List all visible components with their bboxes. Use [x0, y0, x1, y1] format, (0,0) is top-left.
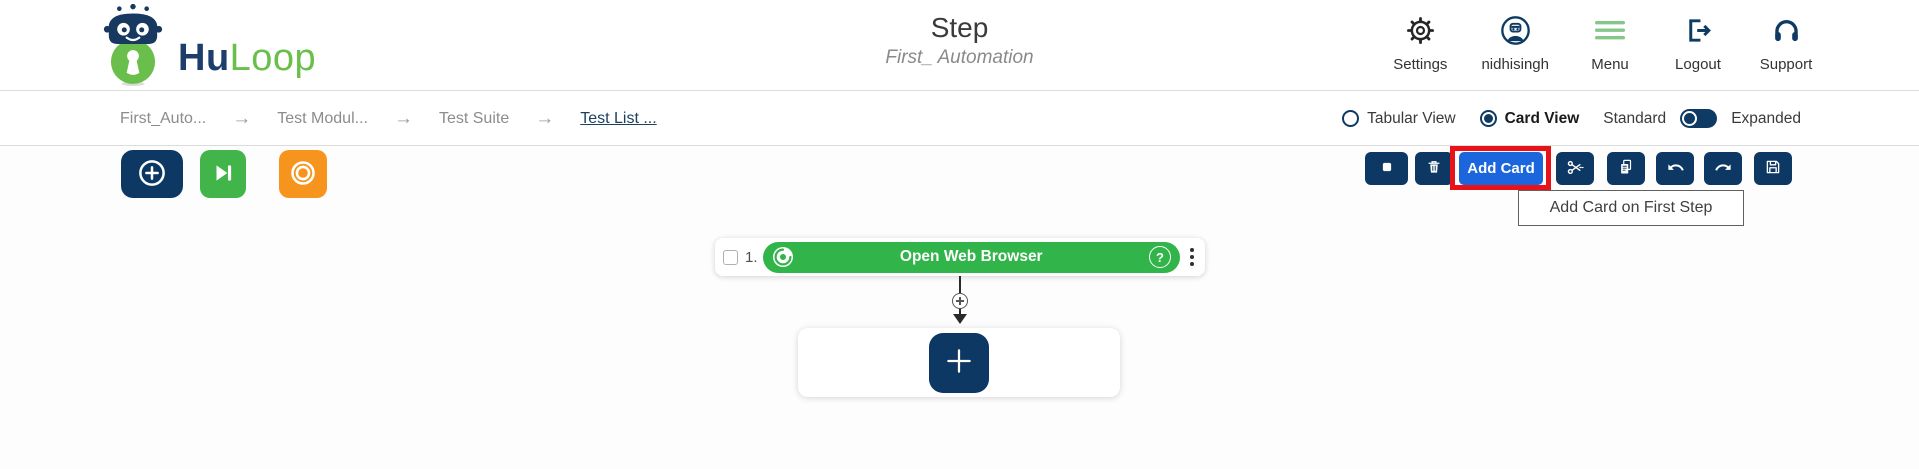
action-card-title: Open Web Browser: [899, 248, 1043, 265]
menu-label: Menu: [1591, 56, 1629, 73]
page-subtitle: First_ Automation: [885, 47, 1034, 68]
radio-unselected-icon: [1342, 110, 1360, 127]
brand-name-secondary: Loop: [229, 37, 317, 79]
breadcrumb-arrow-icon: →: [535, 107, 555, 129]
breadcrumb-item-module[interactable]: Test Modul...: [277, 109, 368, 127]
step-number: 1.: [745, 248, 758, 266]
add-card-button[interactable]: Add Card: [1459, 152, 1543, 185]
card-view-option[interactable]: Card View: [1479, 109, 1580, 128]
breadcrumb-item-testlist[interactable]: Test List ...: [580, 109, 657, 127]
breadcrumb-arrow-icon: →: [393, 107, 413, 129]
redo-button[interactable]: [1704, 152, 1742, 185]
expanded-toggle[interactable]: [1680, 109, 1718, 128]
plus-circle-icon: [137, 158, 167, 191]
hamburger-icon: [1593, 15, 1627, 51]
expanded-label: Expanded: [1731, 109, 1801, 127]
standard-label: Standard: [1603, 109, 1667, 127]
skip-forward-icon: [210, 160, 236, 189]
logout-icon: [1683, 15, 1714, 51]
toggle-knob: [1682, 111, 1698, 126]
tabular-view-option[interactable]: Tabular View: [1342, 109, 1456, 128]
breadcrumb-bar: First_Auto... → Test Modul... → Test Sui…: [0, 92, 1919, 146]
copy-document-icon: [1617, 158, 1635, 179]
step-forward-button[interactable]: [200, 150, 246, 198]
title-block: Step First_ Automation: [885, 12, 1033, 69]
breadcrumb-item-suite[interactable]: Test Suite: [438, 109, 510, 127]
kebab-menu-icon[interactable]: [1185, 248, 1199, 266]
breadcrumb-arrow-icon: →: [232, 107, 252, 129]
paste-button[interactable]: [1607, 152, 1645, 185]
add-step-button[interactable]: [121, 150, 183, 198]
redo-icon: [1714, 158, 1733, 180]
page-title: Step: [930, 12, 989, 43]
plus-icon: [944, 346, 974, 379]
stop-icon: [1378, 158, 1396, 179]
brand-name-primary: Hu: [178, 37, 230, 79]
header-nav: Settings nidhisingh: [1393, 15, 1813, 73]
action-card-open-web-browser[interactable]: Open Web Browser ?: [762, 241, 1180, 273]
save-button[interactable]: [1754, 152, 1792, 185]
step-checkbox[interactable]: [723, 249, 738, 265]
connector-arrowhead-icon: [953, 314, 967, 324]
insert-step-plus-icon[interactable]: [952, 293, 968, 309]
nav-item-support[interactable]: Support: [1759, 15, 1813, 73]
undo-icon: [1666, 158, 1685, 180]
brand-wordmark: HuLoop: [178, 37, 316, 80]
radio-selected-icon: [1479, 110, 1497, 127]
trash-icon: [1425, 158, 1443, 179]
undo-button[interactable]: [1656, 152, 1694, 185]
record-icon: [289, 159, 317, 190]
cut-button[interactable]: [1556, 152, 1594, 185]
card-view-label: Card View: [1504, 109, 1580, 127]
breadcrumb: First_Auto... → Test Modul... → Test Sui…: [120, 92, 657, 145]
canvas-area: Add Card: [0, 146, 1919, 469]
robot-logo-icon: [98, 3, 168, 91]
username-label: nidhisingh: [1481, 56, 1549, 73]
web-browser-icon: [772, 246, 794, 273]
brand-logo[interactable]: HuLoop: [98, 3, 316, 91]
stop-button[interactable]: [1365, 152, 1408, 185]
breadcrumb-item-automation[interactable]: First_Auto...: [120, 109, 207, 127]
tabular-view-label: Tabular View: [1367, 109, 1456, 127]
save-icon: [1764, 158, 1782, 179]
help-icon[interactable]: ?: [1149, 246, 1171, 268]
step-card: 1. Open Web Browser ?: [715, 238, 1205, 276]
nav-item-settings[interactable]: Settings: [1393, 15, 1447, 73]
view-controls: Tabular View Card View Standard Expanded: [1342, 92, 1801, 145]
logout-label: Logout: [1675, 56, 1721, 73]
user-avatar-icon: [1500, 15, 1531, 51]
headset-icon: [1771, 15, 1802, 51]
app-header: HuLoop Step First_ Automation: [0, 0, 1919, 91]
gear-icon: [1405, 15, 1436, 51]
settings-label: Settings: [1393, 56, 1448, 73]
placeholder-add-button[interactable]: [929, 332, 989, 393]
add-card-tooltip: Add Card on First Step: [1518, 190, 1744, 226]
scissors-icon: [1566, 158, 1585, 180]
delete-button[interactable]: [1415, 152, 1453, 185]
add-card-placeholder: [798, 328, 1120, 397]
support-label: Support: [1759, 56, 1813, 73]
record-button[interactable]: [279, 150, 327, 198]
nav-item-logout[interactable]: Logout: [1671, 15, 1725, 73]
add-card-highlight: [1450, 146, 1551, 190]
nav-item-menu[interactable]: Menu: [1583, 15, 1637, 73]
nav-item-user[interactable]: nidhisingh: [1481, 15, 1549, 73]
